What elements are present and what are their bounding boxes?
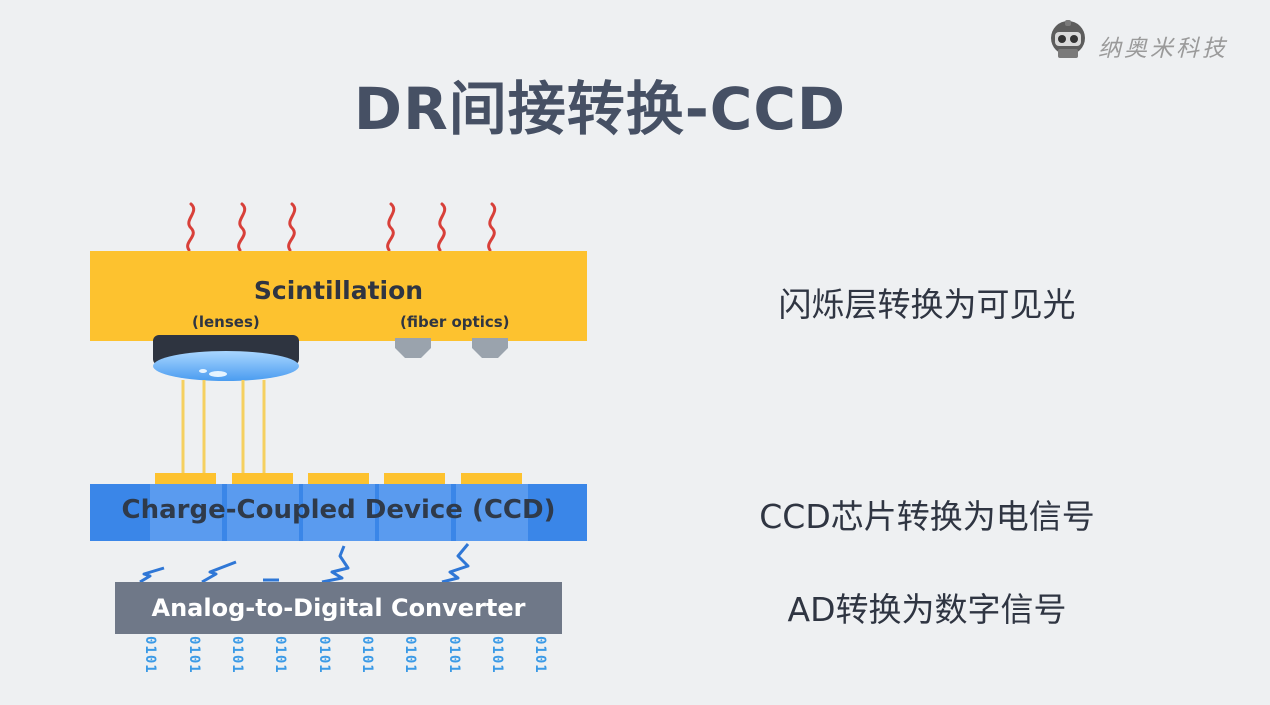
fiber-head (472, 338, 508, 358)
ccd-cells (150, 484, 528, 541)
bit-stream: 0101 (359, 636, 375, 674)
company-logo: 纳奥米科技 (1046, 18, 1260, 64)
xray-waves (186, 202, 497, 252)
scintillation-description: 闪烁层转换为可见光 (778, 285, 1076, 324)
scintillation-label: Scintillation (253, 276, 424, 305)
xray-wave (437, 202, 447, 252)
ccd-pad (308, 473, 369, 485)
xray-wave (237, 202, 247, 252)
electric-signal (441, 543, 470, 584)
page-title: DR间接转换-CCD (353, 75, 847, 143)
xray-wave (186, 202, 196, 252)
fiber-heads (395, 338, 508, 358)
bit-stream: 0101 (229, 636, 245, 674)
lenses-label: (lenses) (192, 313, 260, 331)
electric-signal (321, 545, 350, 584)
bit-stream: 0101 (446, 636, 462, 674)
electric-signal (201, 560, 237, 584)
ad-description: AD转换为数字信号 (787, 590, 1067, 629)
bit-stream: 0101 (316, 636, 332, 674)
ccd-pad (232, 473, 293, 485)
ccd-pad (384, 473, 445, 485)
electric-signal (139, 566, 165, 584)
ccd-pad (155, 473, 216, 485)
electric-signals (139, 543, 470, 584)
bit-stream: 0101 (186, 636, 202, 674)
light-beams (181, 380, 266, 474)
ccd-description: CCD芯片转换为电信号 (759, 497, 1095, 536)
logo-text: 纳奥米科技 (1098, 36, 1228, 62)
fiber-lines (411, 358, 492, 474)
ccd-pad (461, 473, 522, 485)
lens (153, 335, 299, 381)
ccd-pads (155, 473, 522, 485)
xray-wave (287, 202, 297, 252)
bit-stream: 0101 (532, 636, 548, 674)
fiber-optics-label: (fiber optics) (400, 313, 510, 331)
ccd-label: Charge-Coupled Device (CCD) (121, 495, 556, 525)
adc-block (115, 582, 562, 634)
fiber-head (395, 338, 431, 358)
bit-stream: 0101 (489, 636, 505, 674)
adc-label: Analog-to-Digital Converter (151, 594, 526, 622)
robot-mascot-icon (1051, 20, 1085, 58)
scintillation-layer (90, 251, 587, 341)
bit-stream: 0101 (142, 636, 158, 674)
bit-stream: 0101 (272, 636, 288, 674)
xray-wave (487, 202, 497, 252)
bit-stream: 0101 (402, 636, 418, 674)
xray-wave (386, 202, 396, 252)
